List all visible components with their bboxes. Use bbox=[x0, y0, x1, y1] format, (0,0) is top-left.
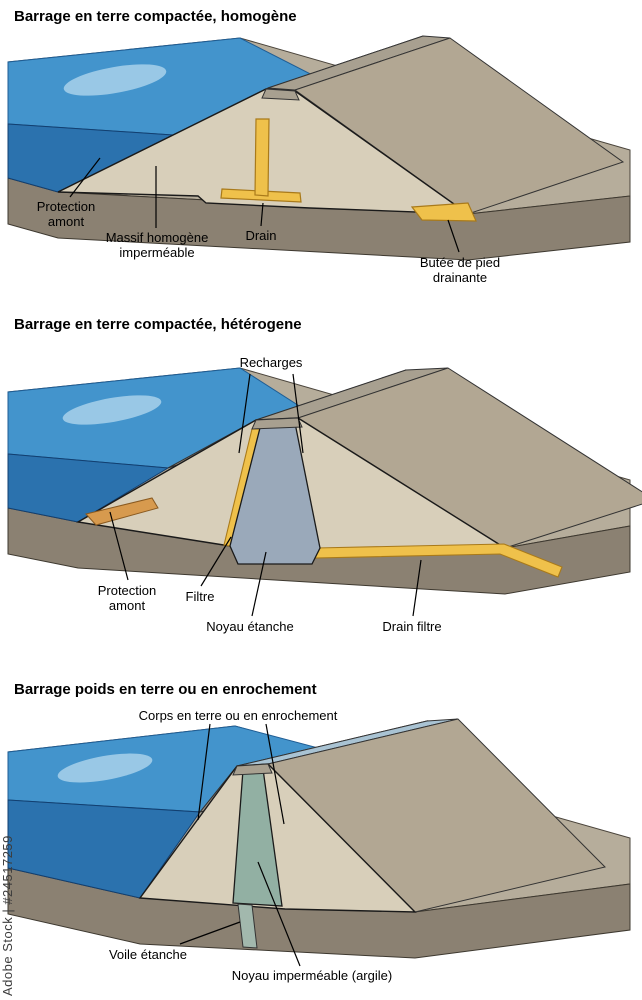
section3-title: Barrage poids en terre ou en enrochement bbox=[14, 681, 317, 698]
leader-protection-amont bbox=[69, 157, 101, 198]
grout-curtain bbox=[237, 903, 258, 949]
crest-cap bbox=[232, 763, 273, 776]
leader-noyau-argile bbox=[257, 861, 301, 967]
label-corps-en-terre: Corps en terre ou en enrochement bbox=[138, 708, 338, 723]
leader-corps-left bbox=[197, 723, 211, 821]
label-drain: Drain bbox=[245, 228, 277, 243]
label-voile-etanche: Voile étanche bbox=[108, 947, 188, 962]
leader-filtre bbox=[200, 536, 232, 587]
label-filtre: Filtre bbox=[185, 589, 215, 604]
leader-recharges-right bbox=[292, 373, 304, 454]
label-recharges: Recharges bbox=[239, 355, 303, 370]
water-highlight bbox=[57, 753, 153, 783]
diagram-homogeneous bbox=[7, 35, 631, 261]
leader-recharges-left bbox=[238, 373, 251, 454]
label-protection-amont-2: Protection amont bbox=[97, 583, 157, 613]
leader-butee bbox=[447, 219, 460, 253]
diagram-gravity-rockfill bbox=[7, 718, 631, 967]
watermark-text: Adobe Stock | #24517259 bbox=[0, 835, 15, 996]
label-noyau-etanche: Noyau étanche bbox=[206, 619, 294, 634]
leader-drain bbox=[260, 202, 264, 227]
section2-title: Barrage en terre compactée, hétérogene bbox=[14, 316, 302, 333]
section1-title: Barrage en terre compactée, homogène bbox=[14, 8, 297, 25]
ground-front-face bbox=[7, 177, 631, 261]
toe-drain-wedge bbox=[410, 202, 477, 222]
label-protection-amont: Protection amont bbox=[36, 199, 96, 229]
dam-cross-section bbox=[138, 763, 417, 913]
label-massif-homogene: Massif homogène imperméable bbox=[105, 230, 209, 260]
water-highlight bbox=[63, 64, 167, 96]
label-drain-filtre: Drain filtre bbox=[382, 619, 442, 634]
leader-voile bbox=[179, 921, 241, 945]
leader-corps-right bbox=[265, 723, 285, 825]
label-butee-de-pied: Butée de pied drainante bbox=[419, 255, 501, 285]
diagram-heterogeneous bbox=[7, 367, 642, 617]
upstream-protection-wedge bbox=[85, 497, 159, 526]
label-noyau-impermeable: Noyau imperméable (argile) bbox=[231, 968, 393, 983]
crest-cap bbox=[261, 88, 300, 101]
water-highlight bbox=[62, 395, 162, 425]
leader-drain-filtre bbox=[412, 559, 422, 617]
leader-noyau bbox=[251, 551, 267, 617]
crest-cap bbox=[251, 417, 303, 430]
leader-protection-amont bbox=[109, 511, 129, 581]
drain-chimney bbox=[254, 118, 270, 197]
